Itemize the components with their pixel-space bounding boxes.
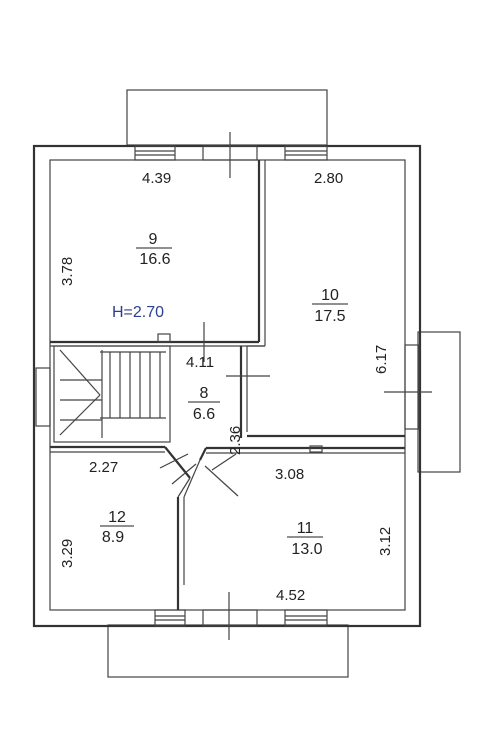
dim-room9-width: 4.39 — [142, 170, 171, 187]
dim-room8-depth: 2.36 — [227, 426, 244, 455]
dim-room11-width-bottom: 4.52 — [276, 587, 305, 604]
ceiling-height: H=2.70 — [112, 304, 164, 321]
dim-room10-width: 2.80 — [314, 170, 343, 187]
room-area: 6.6 — [193, 406, 215, 423]
room-10-label: 10 17.5 — [312, 287, 348, 325]
dim-room11-width-top: 3.08 — [275, 466, 304, 483]
room-11-label: 11 13.0 — [287, 520, 323, 558]
dim-room11-height: 3.12 — [377, 527, 394, 556]
dim-room12-height: 3.29 — [59, 539, 76, 568]
room-number: 9 — [149, 231, 158, 248]
room-number: 8 — [200, 385, 209, 402]
room-12-label: 12 8.9 — [100, 509, 134, 546]
bottom-balcony — [107, 624, 349, 678]
room-8-label: 8 6.6 — [188, 385, 220, 423]
left-wall-window — [35, 367, 51, 427]
dim-room8-width: 4.11 — [186, 354, 214, 371]
dim-room10-height: 6.17 — [373, 345, 390, 374]
top-windows — [134, 132, 328, 178]
dim-room9-height: 3.78 — [59, 257, 76, 286]
interior-walls — [50, 160, 405, 610]
dim-room12-width: 2.27 — [89, 459, 118, 476]
right-balcony — [417, 331, 461, 473]
room-area: 17.5 — [314, 308, 345, 325]
room-number: 12 — [108, 509, 126, 526]
room-number: 11 — [297, 520, 314, 537]
staircase — [53, 345, 171, 443]
bottom-windows — [154, 592, 328, 640]
room-area: 16.6 — [139, 251, 170, 268]
room-area: 13.0 — [291, 541, 322, 558]
top-balcony — [126, 89, 328, 146]
room-area: 8.9 — [102, 529, 124, 546]
room-number: 10 — [321, 287, 339, 304]
right-door — [384, 344, 432, 430]
room-9-label: 9 16.6 — [136, 231, 172, 268]
